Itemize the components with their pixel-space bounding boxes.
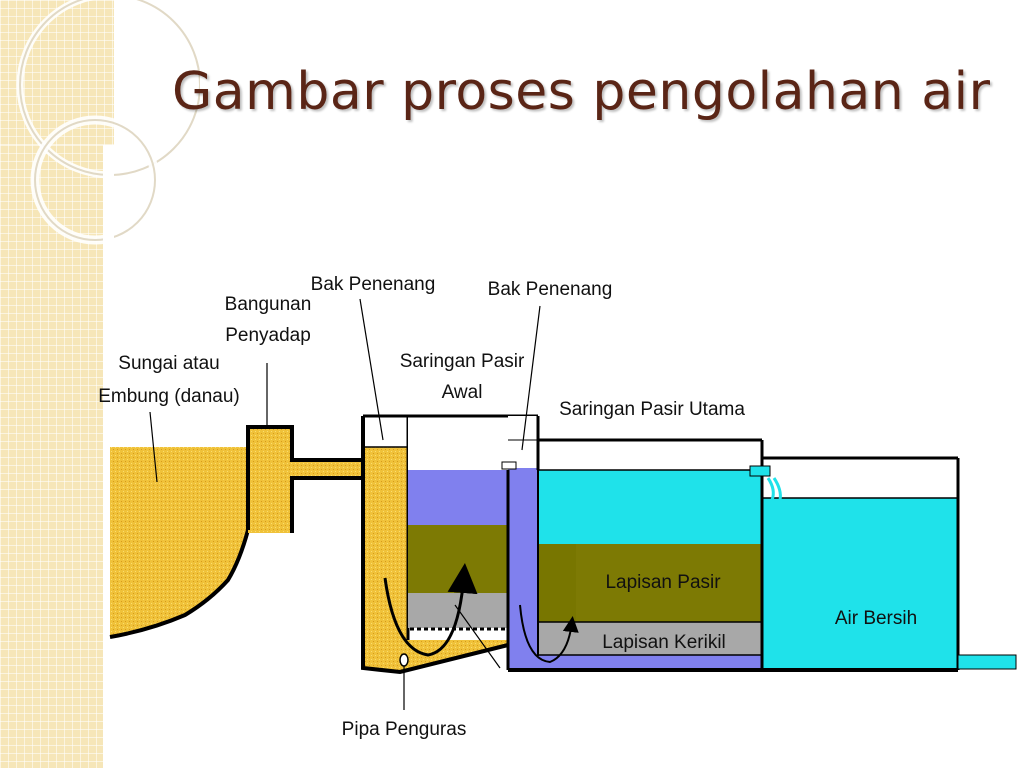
label-bangunan-line2: Penyadap: [225, 325, 311, 346]
label-saringan-utama: Saringan Pasir Utama: [559, 399, 745, 420]
connecting-channel: [501, 416, 540, 670]
diagram-labels: Sungai atau Embung (danau) Bangunan Peny…: [98, 274, 917, 740]
clean-water-tank: [749, 440, 1017, 670]
intake-structure: [246, 425, 363, 533]
label-sungai-line2: Embung (danau): [98, 386, 240, 407]
decorative-grid-strip-lower: [0, 145, 103, 768]
label-bangunan-line1: Bangunan: [225, 294, 312, 315]
label-saringan-awal-line2: Awal: [442, 382, 483, 403]
drain-pipe-valve: [399, 653, 409, 667]
strip-notch: [103, 145, 114, 768]
river-lake: [109, 447, 250, 639]
pre-sand-filter: [408, 414, 538, 631]
label-saringan-awal-line1: Saringan Pasir: [400, 351, 525, 372]
leader-lines: [149, 298, 541, 710]
label-pipa-penguras: Pipa Penguras: [342, 719, 467, 740]
settling-basin: [361, 414, 509, 675]
label-lapisan-pasir: Lapisan Pasir: [605, 572, 721, 593]
flow-arrows: [383, 563, 579, 664]
label-bak-penenang-1: Bak Penenang: [311, 274, 436, 295]
label-bak-penenang-2: Bak Penenang: [488, 279, 613, 300]
slide-title: Gambar proses pengolahan air: [172, 62, 991, 122]
label-lapisan-kerikil: Lapisan Kerikil: [602, 632, 726, 653]
label-air-bersih: Air Bersih: [835, 608, 917, 629]
label-sungai-line1: Sungai atau: [118, 353, 219, 374]
main-sand-filter: [537, 438, 762, 670]
